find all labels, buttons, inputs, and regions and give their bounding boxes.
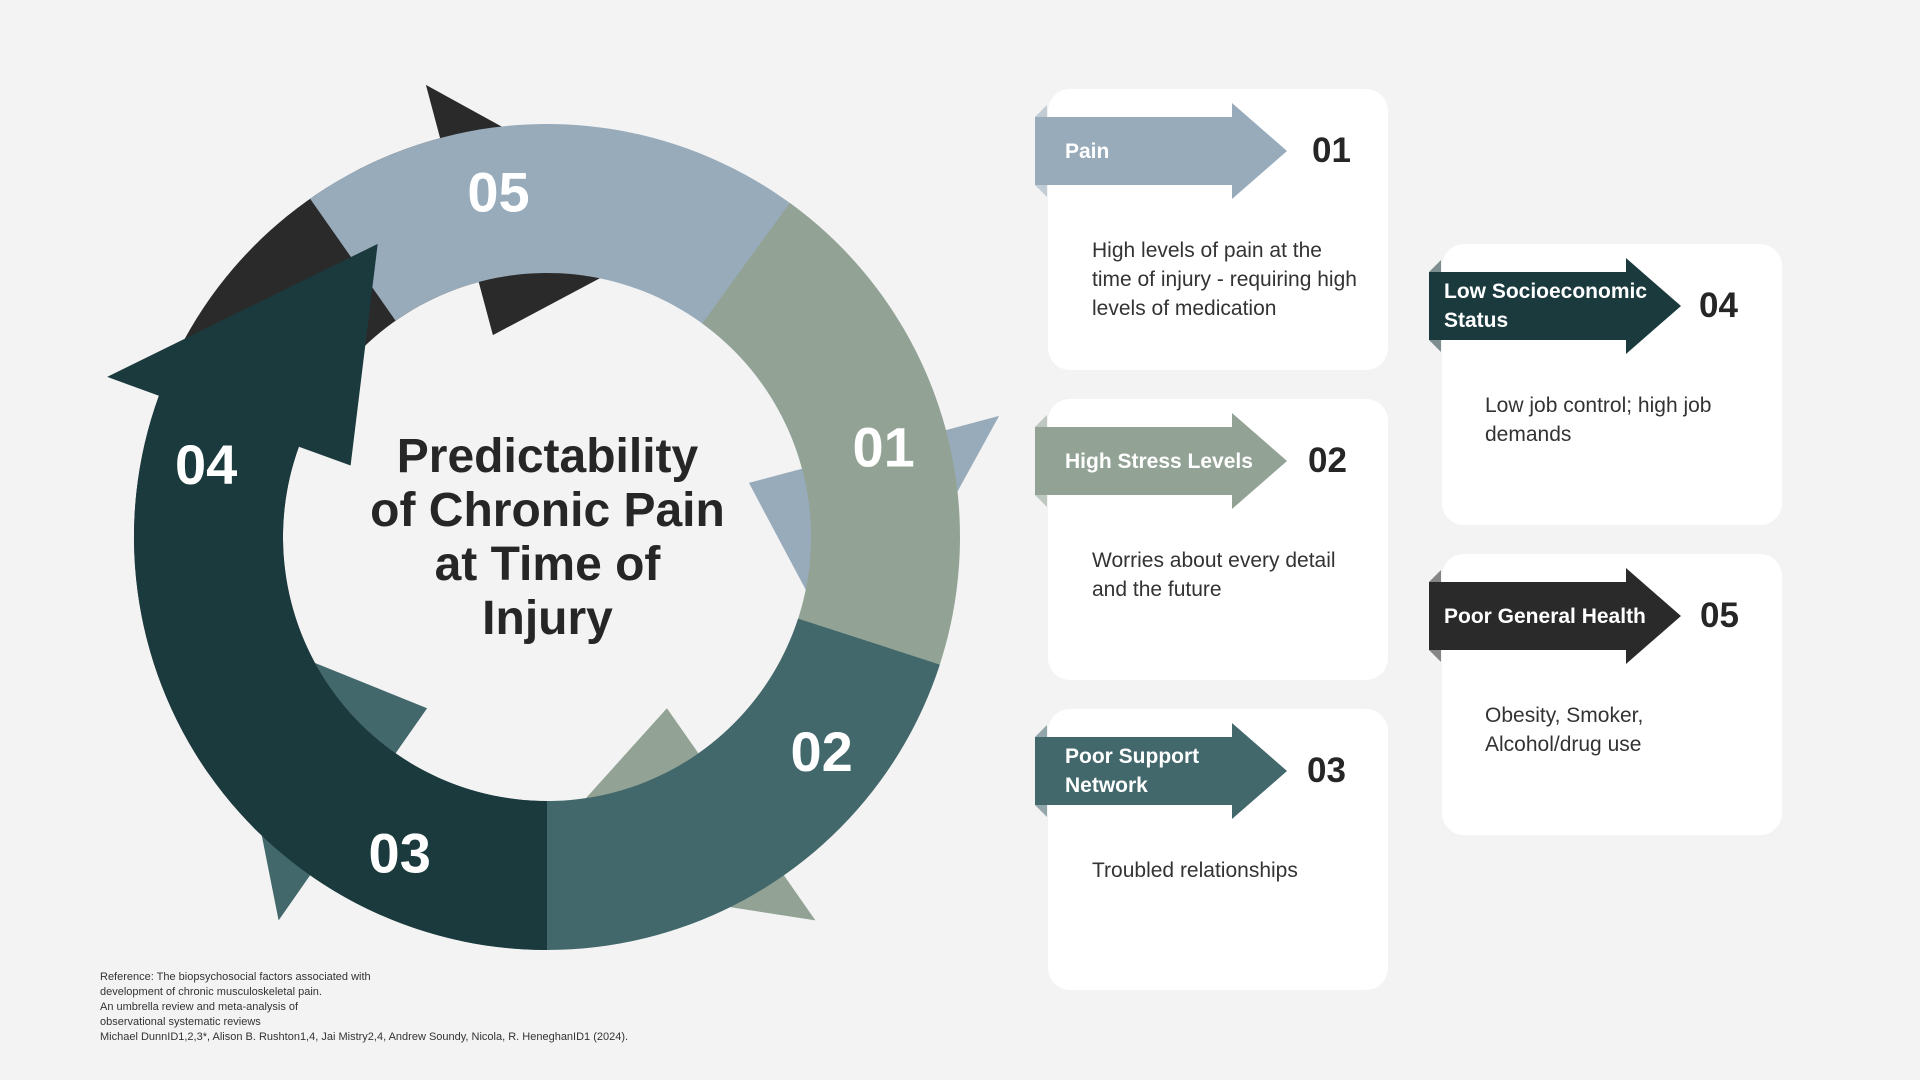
reference-note: Reference: The biopsychosocial factors a… [100, 970, 800, 1045]
step-label-04: Low Socioeconomic Status [1444, 280, 1648, 332]
step-number-03: 03 [1307, 751, 1346, 790]
cycle-number-03: 03 [369, 821, 431, 884]
reference-line-4: observational systematic reviews [100, 1016, 261, 1028]
step-description-05: Obesity, Smoker, Alcohol/drug use [1485, 704, 1644, 756]
reference-line-3: An umbrella review and meta-analysis of [100, 1001, 299, 1013]
tag-arrow-04 [1429, 258, 1681, 354]
title-line-3: at Time of [434, 538, 661, 591]
title-line-2: of Chronic Pain [370, 484, 725, 537]
cycle-number-04: 04 [175, 433, 237, 496]
cycle-arrow-04 [107, 243, 547, 950]
title-line-4: Injury [482, 592, 613, 645]
step-description-01: High levels of pain at the time of injur… [1092, 239, 1357, 320]
tag-arrow-05 [1429, 568, 1681, 664]
cycle-number-01: 01 [852, 415, 914, 478]
tag-arrow-03 [1035, 723, 1287, 819]
step-number-02: 02 [1308, 441, 1347, 480]
step-number-04: 04 [1699, 286, 1738, 325]
title-line-1: Predictability [396, 430, 699, 483]
step-label-03: Poor Support Network [1065, 745, 1200, 797]
step-description-03: Troubled relationships [1092, 859, 1298, 882]
step-description-04: Low job control; high job demands [1485, 394, 1712, 446]
tag-arrow-01 [1035, 103, 1287, 199]
cycle-number-05: 05 [467, 160, 529, 223]
reference-line-5: Michael DunnID1,2,3*, Alison B. Rushton1… [100, 1031, 629, 1043]
reference-line-1: Reference: The biopsychosocial factors a… [100, 971, 371, 983]
step-number-01: 01 [1312, 131, 1351, 170]
step-description-02: Worries about every detail and the futur… [1092, 549, 1336, 601]
step-label-05: Poor General Health [1444, 604, 1646, 628]
cycle-number-02: 02 [790, 720, 852, 783]
step-number-05: 05 [1700, 596, 1739, 635]
cycle-diagram: 01 02 03 04 05 [107, 84, 1000, 951]
tag-arrow-02 [1035, 413, 1287, 509]
reference-line-2: development of chronic musculoskeletal p… [100, 986, 322, 998]
step-label-02: High Stress Levels [1065, 449, 1253, 473]
diagram-title: Predictability of Chronic Pain at Time o… [340, 430, 755, 646]
step-label-01: Pain [1065, 139, 1110, 163]
